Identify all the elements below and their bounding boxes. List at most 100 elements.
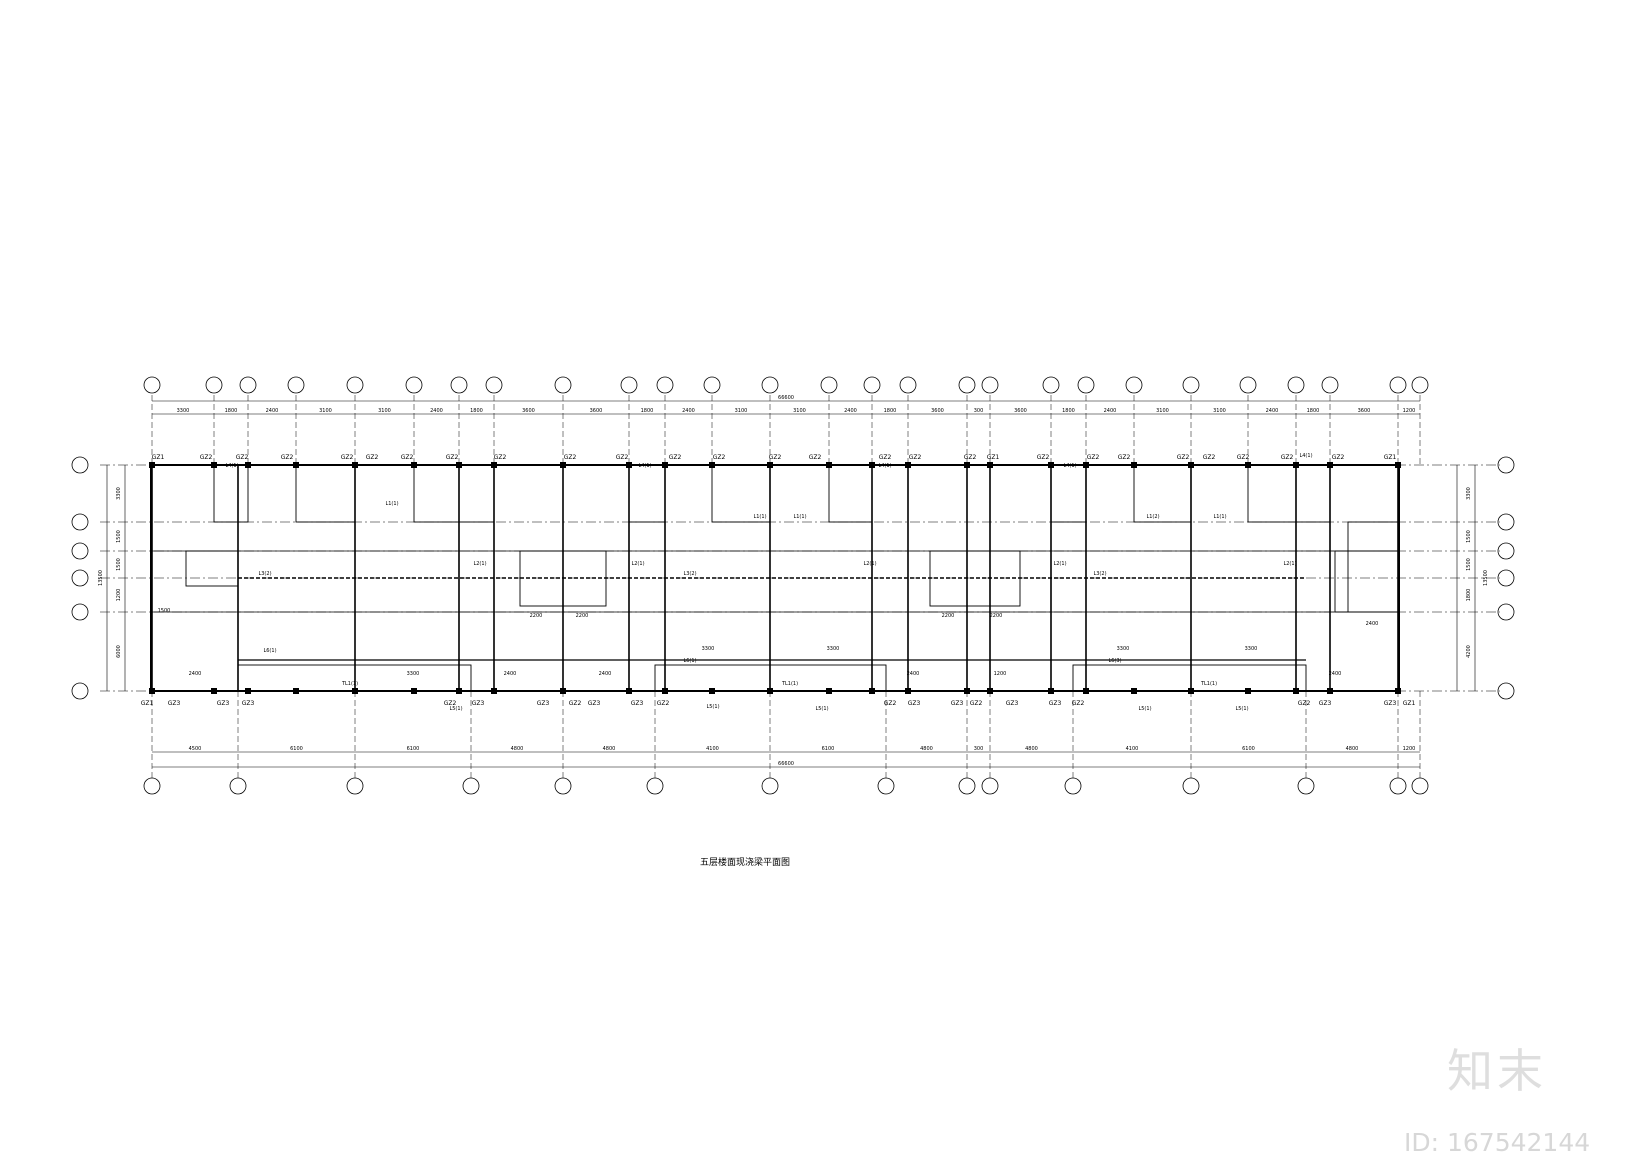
- room-outline: [1133, 464, 1192, 523]
- column-marker: [491, 462, 497, 468]
- beam-label: L1(1): [793, 514, 806, 520]
- column-label: GZ2: [401, 454, 414, 461]
- dim-text-top: 3600: [1014, 408, 1027, 414]
- column-label: GZ2: [1237, 454, 1250, 461]
- dim-text-top: 3600: [1358, 408, 1371, 414]
- dim-text-bottom: 300: [974, 746, 984, 752]
- room-outline: [628, 464, 666, 523]
- room-dim-text: 1200: [994, 671, 1007, 677]
- column-label: GZ3: [1006, 700, 1019, 707]
- beam-label: TL1(1): [781, 681, 798, 687]
- beam-label: L4(1): [1299, 453, 1312, 459]
- column-marker: [1188, 462, 1194, 468]
- grid-bubble-top: [1077, 376, 1095, 394]
- dim-text-bottom: 6100: [290, 746, 303, 752]
- column-marker: [491, 688, 497, 694]
- grid-bubble-top: [1321, 376, 1339, 394]
- column-marker: [293, 688, 299, 694]
- grid-bubble-bottom: [646, 777, 664, 795]
- dim-text-overall-top: 66600: [778, 395, 794, 401]
- column-label: GZ1: [987, 454, 1000, 461]
- beam-label: L6(1): [263, 648, 276, 654]
- grid-bubble-right: [1497, 542, 1515, 560]
- bay-outline: [1334, 550, 1399, 613]
- dim-text-top: 1200: [1403, 408, 1416, 414]
- room-dim-text: 3300: [827, 646, 840, 652]
- dim-text-top: 3100: [1213, 408, 1226, 414]
- grid-bubble-top: [761, 376, 779, 394]
- room-dim-text: 2400: [189, 671, 202, 677]
- grid-bubble-top: [1042, 376, 1060, 394]
- grid-bubble-bottom: [229, 777, 247, 795]
- beam-label: L5(1): [1138, 706, 1151, 712]
- column-label: GZ2: [281, 454, 294, 461]
- grid-bubble-left: [71, 542, 89, 560]
- room-dim-text: 3300: [702, 646, 715, 652]
- grid-bubble-top: [205, 376, 223, 394]
- beam-label: L3(2): [683, 571, 696, 577]
- column-label: GZ3: [472, 700, 485, 707]
- grid-bubble-right: [1497, 456, 1515, 474]
- room-outline: [828, 464, 873, 523]
- beam-label: L6(1): [683, 658, 696, 664]
- column-label: GZ1: [141, 700, 154, 707]
- dim-text-top: 2400: [1104, 408, 1117, 414]
- room-outline: [1050, 464, 1087, 523]
- dim-text-bottom: 4800: [511, 746, 524, 752]
- dim-text-right: 1500: [1466, 558, 1472, 571]
- room-dim-text: 2400: [1366, 621, 1379, 627]
- beam-label: L3(2): [258, 571, 271, 577]
- watermark-id: ID: 167542144: [1404, 1128, 1591, 1157]
- balcony-outline: [237, 664, 356, 692]
- room-dim-text: 3300: [1117, 646, 1130, 652]
- dim-text-bottom: 4800: [1025, 746, 1038, 752]
- beam-label: L4(1): [225, 463, 238, 469]
- room-dim-text: 2200: [530, 613, 543, 619]
- grid-bubble-top: [450, 376, 468, 394]
- grid-bubble-bottom: [554, 777, 572, 795]
- grid-bubble-left: [71, 603, 89, 621]
- grid-bubble-bottom: [1411, 777, 1429, 795]
- beam-label: TL1(1): [1200, 681, 1217, 687]
- grid-bubble-top: [820, 376, 838, 394]
- room-outline: [1347, 521, 1399, 613]
- dim-text-top: 3600: [931, 408, 944, 414]
- column-marker: [456, 462, 462, 468]
- dim-text-right: 1500: [1466, 530, 1472, 543]
- beam-label: L3(2): [1093, 571, 1106, 577]
- column-label: GZ3: [588, 700, 601, 707]
- beam-label: L1(1): [1213, 514, 1226, 520]
- grid-bubble-top: [554, 376, 572, 394]
- grid-bubble-top: [703, 376, 721, 394]
- column-label: GZ2: [569, 700, 582, 707]
- beam-label: L2(1): [863, 561, 876, 567]
- column-marker: [456, 688, 462, 694]
- beam-label: L5(1): [449, 706, 462, 712]
- dim-text-bottom: 6100: [822, 746, 835, 752]
- column-marker: [293, 462, 299, 468]
- column-label: GZ2: [446, 454, 459, 461]
- dim-text-top: 1800: [641, 408, 654, 414]
- column-label: GZ2: [1298, 700, 1311, 707]
- column-label: GZ1: [1384, 454, 1397, 461]
- dim-text-left: 1500: [116, 558, 122, 571]
- dim-text-top: 3100: [1156, 408, 1169, 414]
- grid-bubble-left: [71, 513, 89, 531]
- dim-text-top: 1800: [225, 408, 238, 414]
- beam-label: L2(1): [1053, 561, 1066, 567]
- dim-text-left: 6000: [116, 645, 122, 658]
- column-label: GZ2: [494, 454, 507, 461]
- grid-bubble-top: [1182, 376, 1200, 394]
- room-outline: [213, 464, 249, 523]
- room-dim-text: 2400: [504, 671, 517, 677]
- dim-text-top: 300: [974, 408, 984, 414]
- grid-bubble-left: [71, 569, 89, 587]
- column-label: GZ2: [1281, 454, 1294, 461]
- drawing-title: 五层楼面现浇梁平面图: [700, 858, 791, 868]
- beam-label: L4(1): [638, 463, 651, 469]
- beam-label: L1(2): [1146, 514, 1159, 520]
- grid-bubble-bottom: [761, 777, 779, 795]
- column-label: GZ2: [970, 700, 983, 707]
- column-label: GZ2: [769, 454, 782, 461]
